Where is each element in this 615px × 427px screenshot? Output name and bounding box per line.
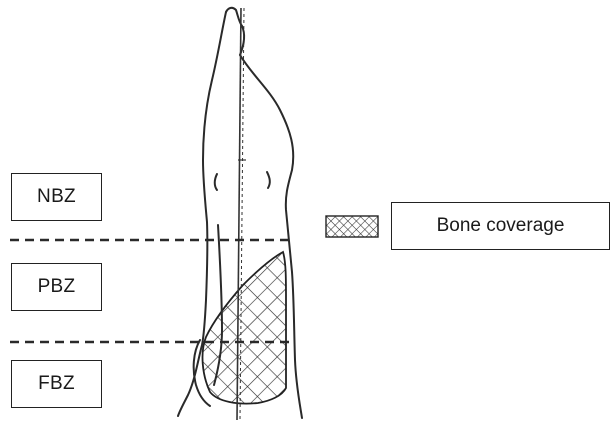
zone-label-nbz-text: NBZ bbox=[37, 186, 76, 208]
zone-label-fbz-text: FBZ bbox=[38, 373, 75, 395]
zone-label-nbz: NBZ bbox=[11, 173, 102, 221]
zone-label-pbz: PBZ bbox=[11, 263, 102, 311]
legend-label: Bone coverage bbox=[437, 215, 565, 237]
zone-label-pbz-text: PBZ bbox=[38, 276, 76, 298]
crosshatch-swatch-icon bbox=[326, 216, 378, 237]
legend-box: Bone coverage bbox=[391, 202, 610, 250]
zone-label-fbz: FBZ bbox=[11, 360, 102, 408]
